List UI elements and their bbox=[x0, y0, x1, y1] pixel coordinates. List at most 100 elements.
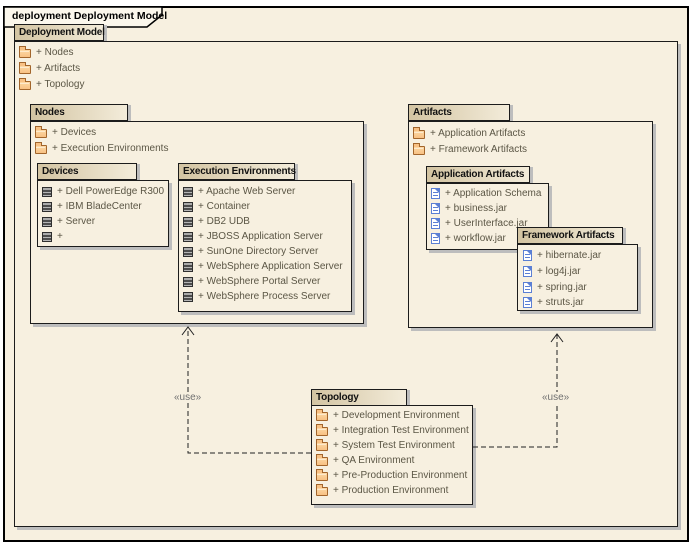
item-label: + Artifacts bbox=[36, 63, 81, 74]
item-label: + UserInterface.jar bbox=[445, 218, 528, 229]
item-label: + SunOne Directory Server bbox=[198, 246, 319, 257]
item-label: + WebSphere Application Server bbox=[198, 261, 343, 272]
node-icon bbox=[183, 292, 193, 302]
package-body-framework-artifacts[interactable] bbox=[517, 244, 638, 311]
node-icon bbox=[42, 232, 52, 242]
artifact-icon bbox=[523, 266, 532, 277]
item-label: + Topology bbox=[36, 79, 85, 90]
folder-icon bbox=[19, 45, 31, 58]
package-item[interactable]: + UserInterface.jar bbox=[431, 216, 528, 231]
package-item[interactable]: + Production Environment bbox=[316, 483, 448, 498]
item-label: + spring.jar bbox=[537, 282, 587, 293]
item-label: + Application Artifacts bbox=[430, 128, 526, 139]
item-label: + Nodes bbox=[36, 47, 74, 58]
item-label: + WebSphere Process Server bbox=[198, 291, 331, 302]
artifact-icon bbox=[431, 188, 440, 199]
node-icon bbox=[183, 277, 193, 287]
item-label: + Application Schema bbox=[445, 188, 542, 199]
package-item[interactable]: + Application Artifacts bbox=[413, 126, 525, 141]
package-tab-framework-artifacts[interactable]: Framework Artifacts bbox=[517, 227, 623, 244]
package-item[interactable]: + Application Schema bbox=[431, 186, 541, 201]
node-icon bbox=[183, 232, 193, 242]
package-title: Devices bbox=[42, 166, 79, 177]
package-item[interactable]: + log4j.jar bbox=[523, 264, 581, 279]
package-tab-artifacts[interactable]: Artifacts bbox=[408, 104, 510, 121]
package-tab-topology[interactable]: Topology bbox=[311, 389, 407, 406]
package-body-execution-environments[interactable] bbox=[178, 180, 352, 312]
use-stereotype-label: «use» bbox=[173, 392, 203, 403]
node-icon bbox=[183, 202, 193, 212]
artifact-icon bbox=[523, 282, 532, 293]
package-item[interactable]: + Container bbox=[183, 199, 250, 214]
package-tab-devices[interactable]: Devices bbox=[37, 163, 137, 180]
artifact-icon bbox=[431, 218, 440, 229]
package-item[interactable]: + spring.jar bbox=[523, 280, 587, 295]
node-icon bbox=[42, 217, 52, 227]
item-label: + Execution Environments bbox=[52, 143, 169, 154]
package-item[interactable]: + struts.jar bbox=[523, 295, 584, 310]
item-label: + Integration Test Environment bbox=[333, 425, 469, 436]
package-item[interactable]: + Apache Web Server bbox=[183, 184, 295, 199]
folder-icon bbox=[413, 142, 425, 155]
node-icon bbox=[183, 187, 193, 197]
item-label: + JBOSS Application Server bbox=[198, 231, 323, 242]
item-label: + Dell PowerEdge R300 bbox=[57, 186, 165, 197]
item-label: + Devices bbox=[52, 127, 97, 138]
package-tab-nodes[interactable]: Nodes bbox=[30, 104, 128, 121]
package-tab-application-artifacts[interactable]: Application Artifacts bbox=[426, 166, 530, 183]
package-item[interactable]: + Dell PowerEdge R300 bbox=[42, 184, 164, 199]
folder-icon bbox=[316, 423, 328, 436]
package-item[interactable]: + Devices bbox=[35, 125, 96, 140]
package-title: Artifacts bbox=[413, 107, 452, 118]
package-item[interactable]: + System Test Environment bbox=[316, 438, 455, 453]
package-item[interactable]: + Development Environment bbox=[316, 408, 459, 423]
item-label: + struts.jar bbox=[537, 297, 584, 308]
package-item[interactable]: + hibernate.jar bbox=[523, 248, 601, 263]
package-item[interactable]: + Execution Environments bbox=[35, 141, 168, 156]
package-title: Topology bbox=[316, 392, 359, 403]
package-item[interactable]: + WebSphere Portal Server bbox=[183, 274, 320, 289]
package-body-topology[interactable] bbox=[311, 405, 473, 505]
package-item[interactable]: + JBOSS Application Server bbox=[183, 229, 323, 244]
package-tab-execution-environments[interactable]: Execution Environments bbox=[178, 163, 296, 180]
item-label: + System Test Environment bbox=[333, 440, 455, 451]
package-item[interactable]: + Topology bbox=[19, 77, 84, 92]
package-title: Framework Artifacts bbox=[522, 230, 615, 241]
package-item[interactable]: + Server bbox=[42, 214, 95, 229]
use-stereotype-label: «use» bbox=[541, 392, 571, 403]
package-item[interactable]: + DB2 UDB bbox=[183, 214, 250, 229]
package-title: Deployment Model bbox=[19, 27, 105, 38]
item-label: + IBM BladeCenter bbox=[57, 201, 142, 212]
package-item[interactable]: + workflow.jar bbox=[431, 231, 506, 246]
folder-icon bbox=[413, 126, 425, 139]
package-item[interactable]: + business.jar bbox=[431, 201, 507, 216]
item-label: + Development Environment bbox=[333, 410, 460, 421]
package-item[interactable]: + Framework Artifacts bbox=[413, 142, 527, 157]
package-item[interactable]: + WebSphere Application Server bbox=[183, 259, 343, 274]
package-title: Nodes bbox=[35, 107, 65, 118]
folder-icon bbox=[35, 125, 47, 138]
frame-title: deployment Deployment Model bbox=[12, 10, 168, 22]
package-item[interactable]: + Integration Test Environment bbox=[316, 423, 469, 438]
node-icon bbox=[183, 262, 193, 272]
package-tab-deployment-model[interactable]: Deployment Model bbox=[14, 24, 105, 41]
item-label: + workflow.jar bbox=[445, 233, 506, 244]
package-item[interactable]: + Pre-Production Environment bbox=[316, 468, 467, 483]
package-item[interactable]: + IBM BladeCenter bbox=[42, 199, 142, 214]
folder-icon bbox=[35, 141, 47, 154]
package-item[interactable]: + SunOne Directory Server bbox=[183, 244, 318, 259]
item-label: + QA Environment bbox=[333, 455, 415, 466]
package-item[interactable]: + QA Environment bbox=[316, 453, 414, 468]
item-label: + hibernate.jar bbox=[537, 250, 602, 261]
package-item[interactable]: + Nodes bbox=[19, 45, 74, 60]
package-body-devices[interactable] bbox=[37, 180, 169, 247]
package-item[interactable]: + WebSphere Process Server bbox=[183, 289, 330, 304]
node-icon bbox=[183, 247, 193, 257]
folder-icon bbox=[316, 453, 328, 466]
artifact-icon bbox=[523, 250, 532, 261]
package-item[interactable]: + bbox=[42, 229, 63, 244]
item-label: + Container bbox=[198, 201, 250, 212]
package-item[interactable]: + Artifacts bbox=[19, 61, 80, 76]
artifact-icon bbox=[431, 203, 440, 214]
